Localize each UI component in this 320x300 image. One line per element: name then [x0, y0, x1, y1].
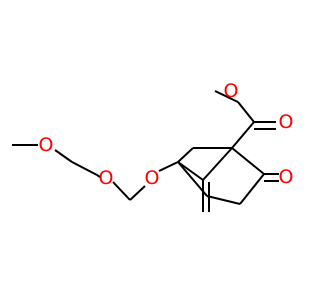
- bond-bridge-c1ring: [202, 147, 233, 181]
- o-label-mom-inner: O: [99, 167, 114, 189]
- structure-canvas: O O O O O O: [12, 80, 294, 212]
- bond-c6-c7: [206, 195, 241, 205]
- o-label-ester-single: O: [224, 80, 239, 102]
- o-label-ketone: O: [279, 166, 294, 188]
- bond-c1ring-esterc: [231, 121, 255, 149]
- bond-c4-c5: [177, 147, 194, 163]
- bond-esterc-o-single: [237, 101, 255, 123]
- bond-ch2-o3: [129, 185, 146, 201]
- o-label-methoxy-ether: O: [39, 134, 54, 156]
- bond-c4-bridge: [177, 161, 204, 181]
- bond-o-single-me: [214, 90, 239, 103]
- molecule-structure: O O O O O O: [12, 80, 294, 212]
- bond-c2-c3: [71, 161, 98, 176]
- bond-c7-c8: [239, 173, 265, 205]
- o-label-mom-ring: O: [145, 167, 160, 189]
- bond-c3-o2: [96, 174, 101, 178]
- bond-o2-ch2: [112, 181, 131, 201]
- o-label-ester-carbonyl: O: [279, 111, 294, 133]
- bond-o3-c4: [158, 161, 179, 172]
- bond-c8-c1ring: [231, 147, 265, 175]
- bond-o1-c2: [54, 149, 73, 163]
